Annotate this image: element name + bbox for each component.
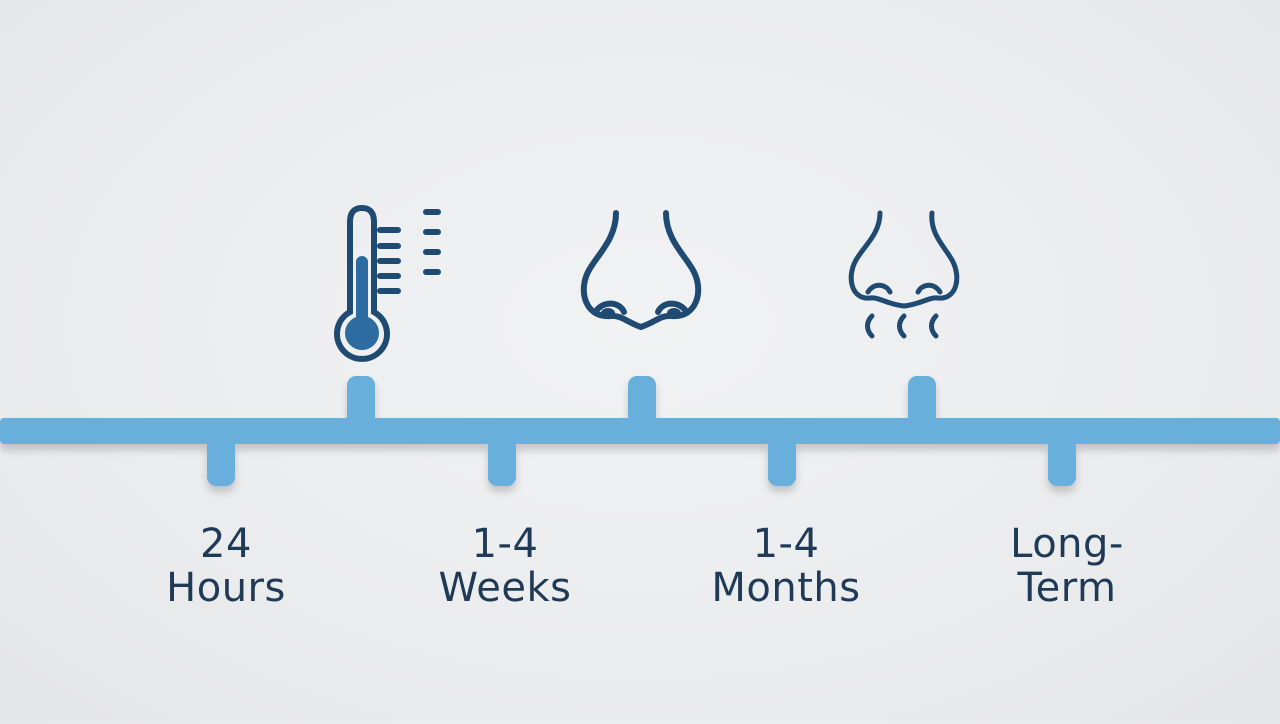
milestone-label-1-4-months: 1-4 Months [656, 522, 916, 610]
milestone-label-line1: Long- [1010, 521, 1124, 567]
milestone-label-24-hours: 24 Hours [96, 522, 356, 610]
nose-icon [580, 210, 702, 330]
milestone-label-line2: Hours [166, 565, 286, 611]
tick-bottom-4 [1048, 436, 1076, 486]
tick-top-2 [628, 376, 656, 426]
nose-breathing-icon [848, 210, 960, 339]
milestone-label-long-term: Long- Term [937, 522, 1197, 610]
tick-top-1 [347, 376, 375, 426]
milestone-label-line1: 24 [200, 521, 252, 567]
milestone-label-line2: Weeks [438, 565, 572, 611]
tick-bottom-1 [207, 436, 235, 486]
tick-bottom-2 [488, 436, 516, 486]
tick-bottom-3 [768, 436, 796, 486]
milestone-label-line2: Months [711, 565, 861, 611]
milestone-label-line2: Term [1017, 565, 1117, 611]
tick-top-3 [908, 376, 936, 426]
milestone-label-line1: 1-4 [471, 521, 539, 567]
timeline-bar [0, 376, 1280, 486]
thermometer-icon [334, 204, 441, 362]
milestone-label-line1: 1-4 [752, 521, 820, 567]
milestone-label-1-4-weeks: 1-4 Weeks [375, 522, 635, 610]
